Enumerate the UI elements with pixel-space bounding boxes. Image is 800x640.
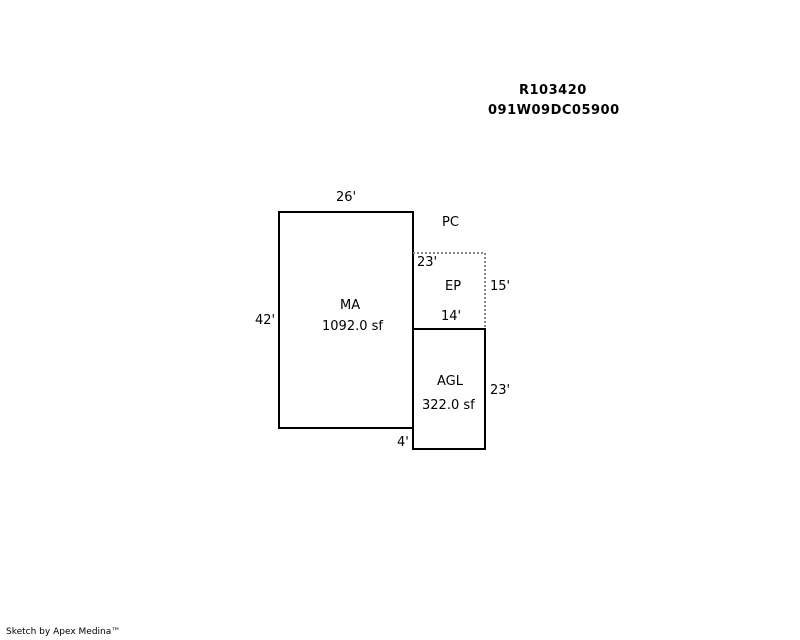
agl-right-dimension: 23' [490, 383, 511, 398]
agl-area-label: 322.0 sf [422, 398, 475, 413]
ma-left-dimension: 42' [255, 313, 276, 328]
agl-offset-dimension: 4' [397, 435, 409, 450]
pc-code-label: PC [442, 215, 459, 230]
ma-area-label: 1092.0 sf [322, 319, 383, 334]
agl-outline [412, 328, 486, 450]
sketch-credit: Sketch by Apex Medina™ [6, 627, 121, 637]
parcel-id: R103420 [519, 83, 587, 98]
ma-outline [278, 211, 414, 429]
ep-right-dimension: 15' [490, 279, 511, 294]
ma-code-label: MA [340, 298, 361, 313]
ma-top-dimension: 26' [336, 190, 357, 205]
map-number: 091W09DC05900 [488, 103, 620, 118]
ep-bottom-dimension: 14' [441, 309, 462, 324]
ep-outline [413, 252, 486, 329]
ep-left-dimension: 23' [417, 255, 438, 270]
agl-code-label: AGL [437, 374, 463, 389]
ep-code-label: EP [445, 279, 462, 294]
